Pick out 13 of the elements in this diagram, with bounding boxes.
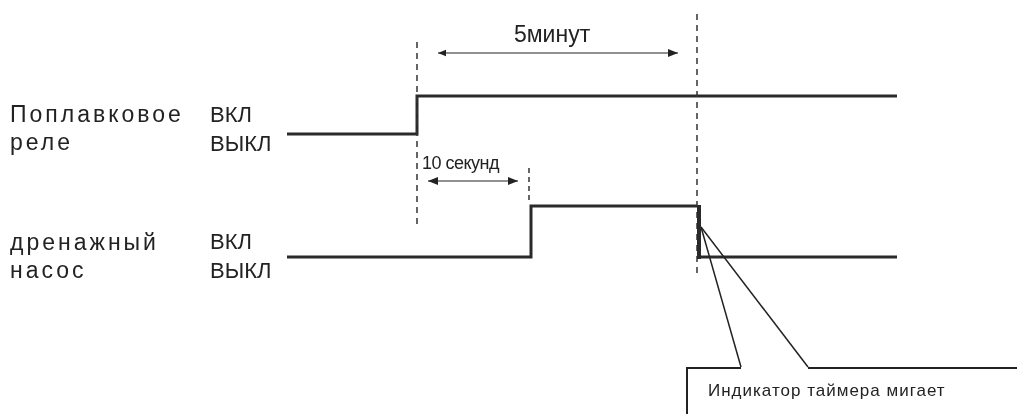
leader-line bbox=[700, 226, 742, 368]
callout-frame bbox=[686, 367, 1017, 414]
signal-name: Поплавковое реле bbox=[10, 100, 185, 156]
state-label: ВКЛ bbox=[210, 101, 252, 129]
state-label: ВЫКЛ bbox=[210, 130, 272, 158]
falling-edge bbox=[697, 204, 701, 259]
leader-line bbox=[700, 226, 809, 368]
state-label: ВКЛ bbox=[210, 228, 252, 256]
duration-label: 5минут bbox=[514, 20, 591, 48]
signal-name: дренажный насос bbox=[10, 228, 160, 284]
duration-label: 10 секунд bbox=[422, 152, 500, 175]
state-label: ВЫКЛ bbox=[210, 257, 272, 285]
callout-text: Индикатор таймера мигает bbox=[708, 380, 946, 402]
